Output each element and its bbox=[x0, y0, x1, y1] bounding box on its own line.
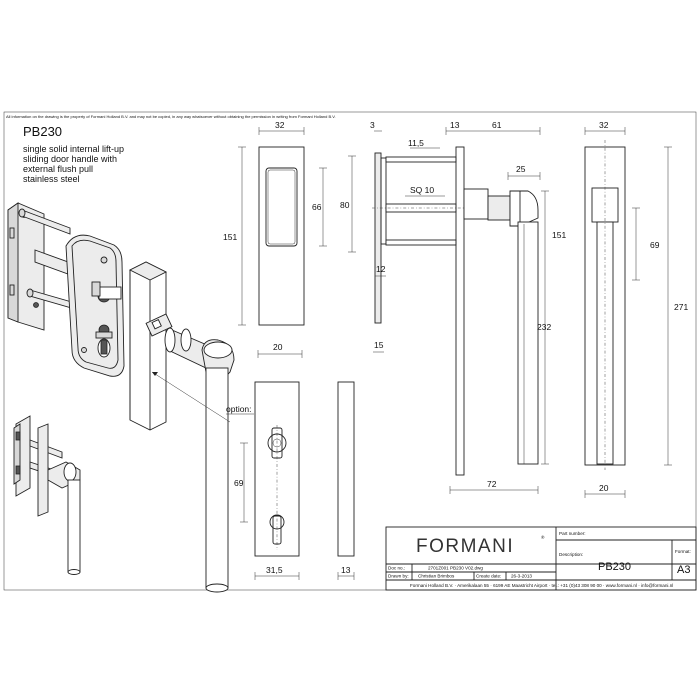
spindle-and-rose bbox=[145, 313, 173, 337]
drawn-by-label: Drawn by: bbox=[388, 574, 409, 579]
dim-271: 271 bbox=[674, 302, 688, 312]
part-number-label: Part number: bbox=[559, 531, 586, 536]
dim-61: 61 bbox=[492, 120, 502, 130]
dim-32-top: 32 bbox=[275, 120, 285, 130]
option-cylinder-plate: 69 31,5 13 bbox=[234, 381, 355, 580]
dim-72: 72 bbox=[487, 479, 497, 489]
dim-3: 3 bbox=[370, 120, 375, 130]
dim-69-option: 69 bbox=[234, 478, 244, 488]
sheet-border bbox=[3, 111, 697, 591]
description-value: PB230 bbox=[598, 561, 631, 573]
small-assembly-view bbox=[13, 415, 81, 575]
dim-20-bottom: 20 bbox=[273, 342, 283, 352]
exploded-view: option: bbox=[7, 202, 254, 593]
dim-13-top: 13 bbox=[450, 120, 460, 130]
drawn-by-value: Christian Brimbos bbox=[418, 574, 455, 579]
svg-text:®: ® bbox=[541, 534, 545, 540]
create-date-label: Create date: bbox=[476, 574, 501, 579]
dim-sq10: SQ 10 bbox=[410, 185, 434, 195]
doc-no-label: Doc no.: bbox=[388, 566, 405, 571]
dim-13-option: 13 bbox=[341, 565, 351, 575]
flush-plate-iso bbox=[128, 261, 168, 431]
dim-151-right: 151 bbox=[552, 230, 566, 240]
dim-32-right: 32 bbox=[599, 120, 609, 130]
description-line-4: stainless steel bbox=[23, 174, 80, 184]
title-block-footer: Formani Holland B.V. · Amerikalaan 55 · … bbox=[410, 583, 673, 588]
dim-20-right: 20 bbox=[599, 483, 609, 493]
lever-front-view: 32 69 271 20 bbox=[584, 120, 688, 498]
lever-handle-iso bbox=[164, 327, 235, 593]
lever-side-view: 61 25 151 232 72 bbox=[449, 120, 566, 494]
flush-pull-front-view: 32 151 66 80 20 bbox=[223, 120, 356, 358]
format-label: Format: bbox=[675, 549, 691, 554]
create-date-value: 26-3-2013 bbox=[511, 574, 532, 579]
copyright-notice: All information on the drawing is the pr… bbox=[6, 114, 336, 119]
dim-31-5: 31,5 bbox=[266, 565, 283, 575]
doc-no-value: 2701Z001 PB230 V02.dwg bbox=[428, 566, 483, 571]
product-title: PB230 bbox=[23, 124, 62, 139]
dim-232: 232 bbox=[537, 322, 551, 332]
dim-69-right: 69 bbox=[650, 240, 660, 250]
description-label: Description: bbox=[559, 552, 583, 557]
inner-rose-plate bbox=[65, 234, 125, 377]
title-block: FORMANI ® Doc no.: 2701Z001 PB230 V02.dw… bbox=[385, 526, 697, 591]
option-label: option: bbox=[226, 404, 252, 414]
description-line-1: single solid internal lift-up bbox=[23, 144, 124, 154]
format-value: A3 bbox=[677, 564, 690, 576]
formani-logo: FORMANI bbox=[416, 536, 514, 557]
dim-66: 66 bbox=[312, 202, 322, 212]
dim-151-left: 151 bbox=[223, 232, 237, 242]
dim-11-5: 11,5 bbox=[408, 138, 424, 148]
dim-80: 80 bbox=[340, 200, 350, 210]
assembly-side-view: 3 11,5 SQ 10 12 15 13 bbox=[370, 120, 475, 476]
dim-15: 15 bbox=[374, 340, 384, 350]
description-line-2: sliding door handle with bbox=[23, 154, 117, 164]
description-line-3: external flush pull bbox=[23, 164, 93, 174]
dim-12: 12 bbox=[376, 264, 386, 274]
dim-25: 25 bbox=[516, 164, 526, 174]
